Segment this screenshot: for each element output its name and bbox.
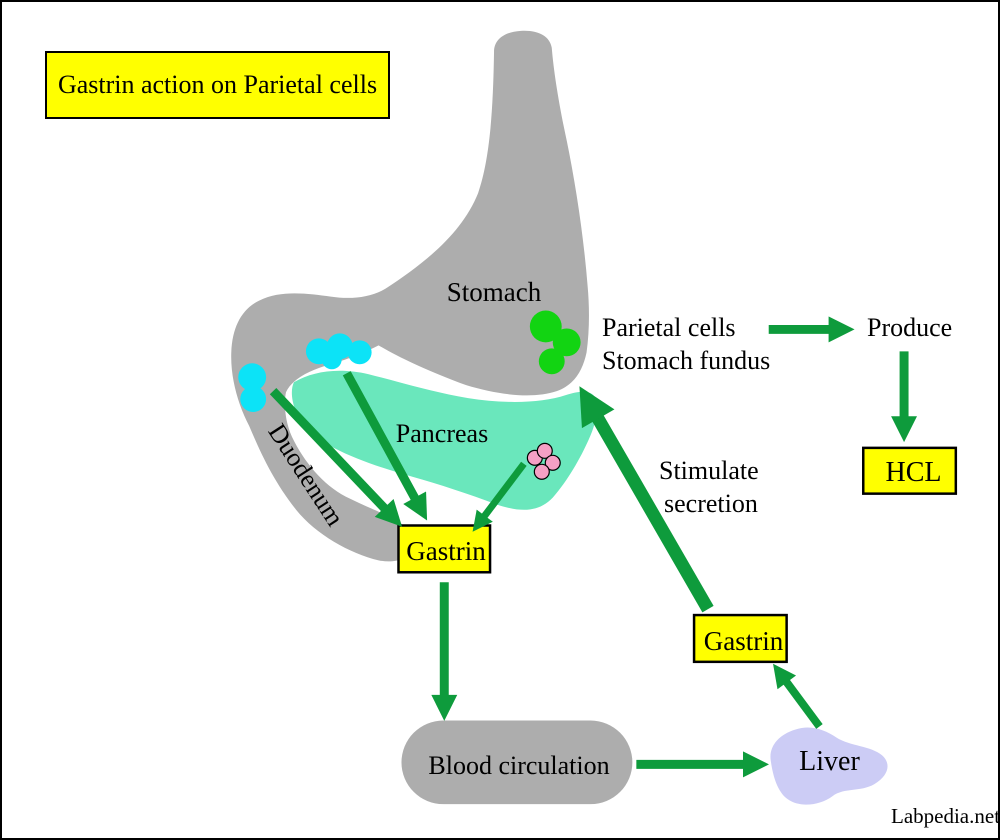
liver-shape	[770, 727, 888, 805]
blood-circulation-shape	[401, 720, 633, 805]
gastrin-left-box	[397, 524, 492, 574]
parietal-cells-label: Parietal cells	[602, 313, 736, 342]
gastrin-right-box	[692, 613, 788, 664]
pancreas-label: Pancreas	[395, 419, 489, 448]
arrow-islets-to-gastrin	[472, 461, 527, 532]
antral-g-cells-blob	[305, 333, 372, 370]
parietal-cells-blob	[529, 310, 581, 375]
pancreas-islet-cells	[526, 442, 561, 480]
stomach-label: Stomach	[446, 277, 542, 307]
produce-label: Produce	[867, 313, 953, 342]
arrow-stimulate-secretion	[579, 386, 714, 613]
arrow-duodenum-to-gastrin	[269, 388, 403, 527]
page-title: Gastrin action on Parietal cells	[57, 70, 378, 99]
stomach-fundus-label: Stomach fundus	[602, 346, 771, 375]
hcl-box	[862, 446, 958, 495]
title-box: Gastrin action on Parietal cells	[45, 51, 390, 119]
watermark: Labpedia.net	[891, 804, 1000, 828]
arrow-antrum-to-gastrin	[342, 371, 428, 521]
stimulate-label: Stimulate	[659, 456, 759, 485]
liver-label: Liver	[799, 746, 860, 777]
duodenal-g-cells-blob	[238, 363, 267, 413]
stomach-duodenum-shape	[231, 30, 589, 562]
gastrin-right-label: Gastrin	[703, 625, 784, 656]
arrow-liver-to-gastrin	[773, 663, 823, 729]
secretion-label: secretion	[664, 489, 758, 518]
hcl-label: HCL	[885, 456, 942, 488]
blood-circulation-label: Blood circulation	[428, 750, 610, 780]
gastrin-left-label: Gastrin	[406, 535, 486, 566]
